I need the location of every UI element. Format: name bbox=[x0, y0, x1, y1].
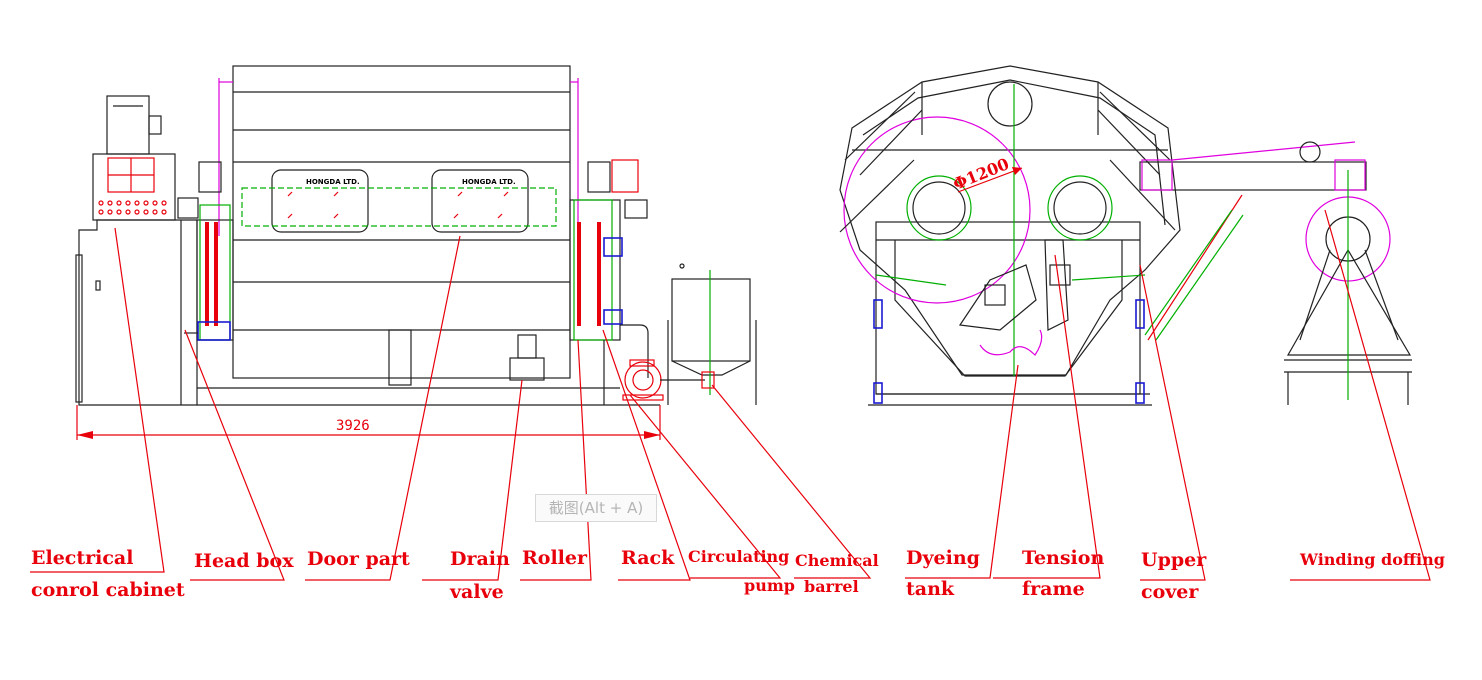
chemical-barrel bbox=[660, 263, 757, 405]
head-box-left bbox=[177, 161, 234, 341]
main-body: HONGDA LTD. HONGDA LTD. bbox=[218, 65, 579, 386]
end-view: Φ1200 bbox=[839, 65, 1412, 406]
label-drain-valve-2: valve bbox=[449, 581, 504, 603]
label-circulating-pump-2: pump bbox=[744, 576, 795, 595]
label-roller: Roller bbox=[522, 547, 588, 569]
label-door-part: Door part bbox=[307, 548, 410, 570]
tank-rollers: Φ1200 bbox=[843, 84, 1113, 376]
callout-labels: Electrical conrol cabinet Head box Door … bbox=[31, 547, 1445, 603]
label-chemical-barrel-1: Chemical bbox=[795, 551, 879, 570]
length-dimension: 3926 bbox=[76, 405, 661, 440]
winding-doffing-unit bbox=[1139, 141, 1412, 405]
label-head-box: Head box bbox=[194, 550, 294, 572]
side-view: HONGDA LTD. HONGDA LTD. bbox=[75, 65, 757, 440]
upper-cover-arms bbox=[839, 91, 1244, 404]
label-tension-frame-2: frame bbox=[1022, 578, 1085, 600]
electrical-cabinet bbox=[75, 95, 198, 406]
label-rack: Rack bbox=[621, 547, 675, 569]
leader-lines bbox=[30, 209, 1431, 581]
rack-right bbox=[569, 159, 649, 405]
label-circulating-pump-1: Circulating bbox=[688, 547, 789, 566]
tension-frame bbox=[875, 239, 1146, 356]
tank-diameter: Φ1200 bbox=[950, 154, 1011, 194]
label-dyeing-tank-2: tank bbox=[906, 578, 955, 600]
label-tension-frame-1: Tension bbox=[1022, 547, 1104, 569]
machine-base bbox=[197, 334, 660, 406]
dimension-3926: 3926 bbox=[336, 418, 370, 434]
label-drain-valve-1: Drain bbox=[450, 548, 510, 570]
nameplate-left: HONGDA LTD. bbox=[306, 178, 360, 186]
label-chemical-barrel-2: barrel bbox=[804, 577, 859, 596]
dyeing-tank bbox=[839, 65, 1181, 406]
nameplate-right: HONGDA LTD. bbox=[462, 178, 516, 186]
label-dyeing-tank-1: Dyeing bbox=[906, 547, 980, 569]
label-electrical-cabinet-1: Electrical bbox=[31, 547, 133, 569]
label-upper-cover-2: cover bbox=[1141, 581, 1199, 603]
label-upper-cover-1: Upper bbox=[1141, 549, 1207, 571]
label-winding-doffing: Winding doffing bbox=[1299, 550, 1445, 569]
circulating-pump bbox=[622, 359, 664, 401]
screenshot-tooltip: 截图(Alt + A) bbox=[535, 494, 657, 522]
label-electrical-cabinet-2: conrol cabinet bbox=[31, 579, 185, 601]
